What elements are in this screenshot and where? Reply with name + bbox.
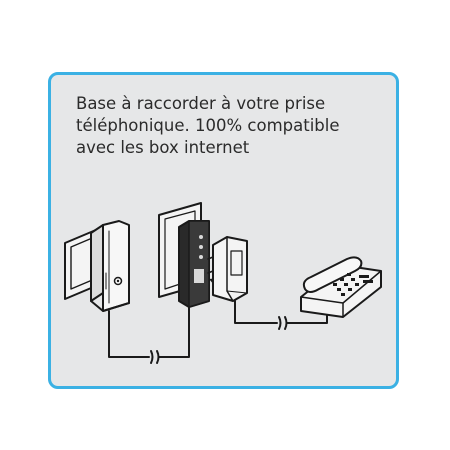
internet-box-icon xyxy=(90,220,130,312)
caption-line-1: Base à raccorder à votre prise xyxy=(76,94,326,113)
cable-box-to-base xyxy=(108,304,190,364)
caption-text: Base à raccorder à votre prise téléphoni… xyxy=(76,93,376,159)
info-panel: Base à raccorder à votre prise téléphoni… xyxy=(48,72,399,389)
connection-illustration xyxy=(64,202,382,364)
caption-line-3: avec les box internet xyxy=(76,138,250,157)
power-adapter-icon xyxy=(207,236,248,302)
phone-base-icon xyxy=(178,220,210,308)
desk-telephone-icon xyxy=(300,256,382,318)
caption-line-2: téléphonique. 100% compatible xyxy=(76,116,340,135)
keypad-icon xyxy=(333,273,373,296)
